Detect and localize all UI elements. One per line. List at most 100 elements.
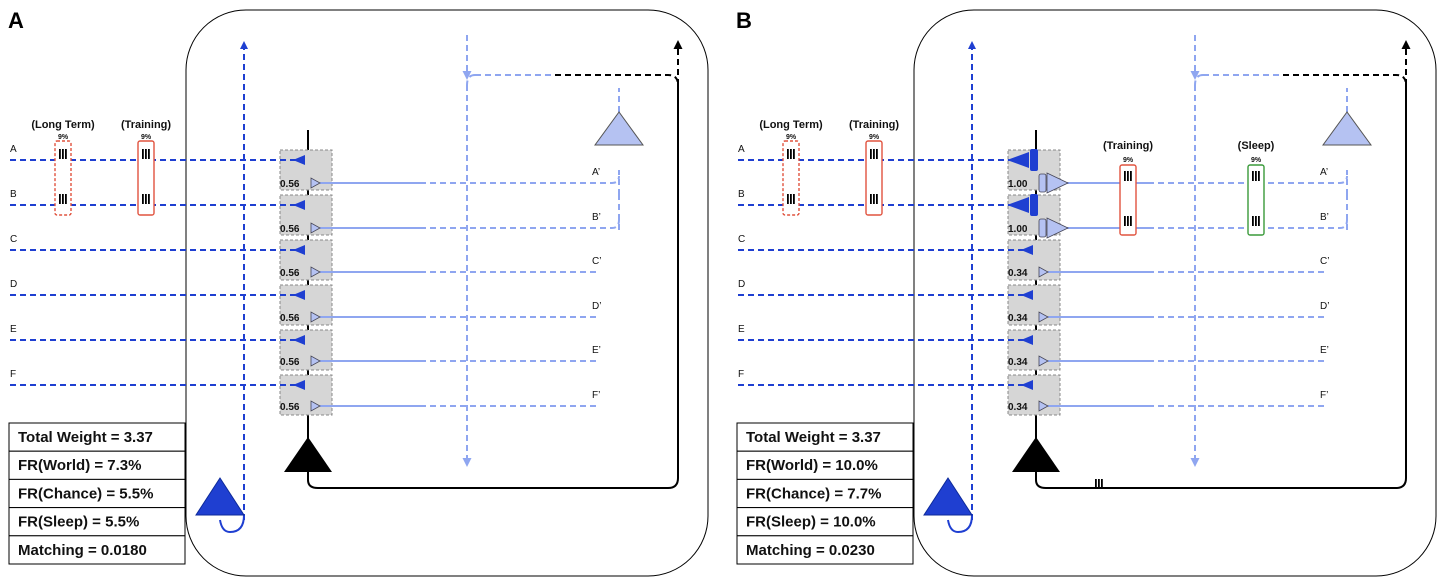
synapse-box <box>1007 284 1061 326</box>
stats-row-text: FR(World) = 10.0% <box>746 457 878 474</box>
spike-box-label: (Training) <box>121 119 171 131</box>
spike-bar <box>142 194 144 204</box>
spike-bar <box>1130 171 1132 181</box>
spike-bar <box>59 149 61 159</box>
synapse-weight: 0.56 <box>280 313 300 324</box>
input-synapse <box>1021 290 1033 300</box>
input-synapse <box>1021 380 1033 390</box>
input-synapse <box>1021 335 1033 345</box>
input-label: B <box>738 189 745 200</box>
axon-spike-bar <box>1101 479 1103 489</box>
stats-row <box>736 450 914 480</box>
output-axon <box>1035 85 1407 489</box>
synapse-weight: 0.34 <box>1008 357 1028 368</box>
spike-bar <box>1258 171 1260 181</box>
bus-corner <box>466 74 476 86</box>
spike-bar <box>873 194 875 204</box>
spike-bar <box>62 194 64 204</box>
input-synapse-strong <box>1007 197 1029 213</box>
input-label: C <box>10 234 17 245</box>
output-label: A’ <box>1320 167 1328 178</box>
spike-bar <box>145 149 147 159</box>
spike-bar <box>873 149 875 159</box>
output-neuron-light <box>594 111 644 146</box>
input-label: D <box>738 279 745 290</box>
spike-box-label: (Training) <box>849 119 899 131</box>
synapse-box <box>279 239 333 281</box>
input-spine <box>1030 194 1038 216</box>
output-synapse-strong <box>1046 217 1069 239</box>
spike-bar <box>65 194 67 204</box>
stats-row <box>8 422 186 452</box>
output-label: D’ <box>1320 301 1329 312</box>
input-label: B <box>10 189 17 200</box>
output-neuron <box>284 437 332 472</box>
output-neuron <box>1012 437 1060 472</box>
feedback-curve-a <box>1328 175 1348 184</box>
input-synapse <box>293 155 305 165</box>
stats-row-text: Total Weight = 3.37 <box>18 429 153 446</box>
synapse-box <box>279 374 333 416</box>
spike-box-pct: 9% <box>1251 157 1262 164</box>
input-label: F <box>738 369 744 380</box>
spike-box-pct: 9% <box>869 134 880 141</box>
axon-spike-marks <box>1095 479 1103 489</box>
input-label: E <box>738 324 745 335</box>
spike-bar <box>793 194 795 204</box>
synapse-weight: 1.00 <box>1008 224 1028 235</box>
input-neuron <box>923 477 973 516</box>
stats-row-text: Total Weight = 3.37 <box>746 429 881 446</box>
feedback-curve-a <box>600 175 620 184</box>
spike-box-label: (Sleep) <box>1238 140 1275 152</box>
spike-bar <box>148 194 150 204</box>
output-synapse <box>310 311 321 323</box>
stats-row <box>8 535 186 565</box>
stats-row-text: FR(World) = 7.3% <box>18 457 142 474</box>
panel-b: BAA’1.00BB’1.00CC’0.34DD’0.34EE’0.34FF’0… <box>736 8 1437 577</box>
spike-box-input-1: (Training)9% <box>121 119 171 216</box>
bus-corner <box>1194 74 1204 86</box>
feedback-curve-b <box>1328 219 1348 229</box>
spike-box-label: (Long Term) <box>31 119 95 131</box>
spike-bar <box>148 149 150 159</box>
output-neuron-light <box>1322 111 1372 146</box>
spike-bar <box>59 194 61 204</box>
input-label: A <box>738 144 745 155</box>
spike-box-pct: 9% <box>786 134 797 141</box>
panel-a: AAA’0.56BB’0.56CC’0.56DD’0.56EE’0.56FF’0… <box>8 8 709 577</box>
world-bus-dark <box>1283 74 1407 86</box>
output-label: F’ <box>592 390 600 401</box>
input-neuron-loop <box>219 514 245 534</box>
spike-bar <box>1124 171 1126 181</box>
stats-row-text: FR(Sleep) = 10.0% <box>746 514 876 531</box>
synapse-weight: 0.56 <box>280 179 300 190</box>
synapse-weight: 0.56 <box>280 224 300 235</box>
output-label: A’ <box>592 167 600 178</box>
synapse-weight: 0.34 <box>1008 268 1028 279</box>
spike-bar <box>142 149 144 159</box>
spike-box-input-0: (Long Term)9% <box>31 119 95 216</box>
output-label: B’ <box>1320 212 1329 223</box>
input-neuron-loop <box>947 514 973 534</box>
output-label: B’ <box>592 212 601 223</box>
spike-bar <box>793 149 795 159</box>
spike-bar <box>1255 171 1257 181</box>
input-synapse <box>1021 245 1033 255</box>
spike-box-pct: 9% <box>1123 157 1134 164</box>
stats-row-text: FR(Sleep) = 5.5% <box>18 514 139 531</box>
input-synapse <box>293 245 305 255</box>
model-frame <box>185 9 709 577</box>
spike-box-label: (Long Term) <box>759 119 823 131</box>
stats-row <box>8 450 186 480</box>
spike-box-output-1: (Sleep) 9% <box>1238 140 1275 236</box>
output-synapse <box>310 177 321 189</box>
panel-letter: A <box>8 8 24 33</box>
synapse-box <box>279 329 333 371</box>
output-axon <box>307 85 679 489</box>
panel-letter: B <box>736 8 752 33</box>
spike-bar <box>790 194 792 204</box>
stats-row-text: Matching = 0.0230 <box>746 542 875 559</box>
spike-bar <box>1255 216 1257 226</box>
output-synapse <box>310 222 321 234</box>
